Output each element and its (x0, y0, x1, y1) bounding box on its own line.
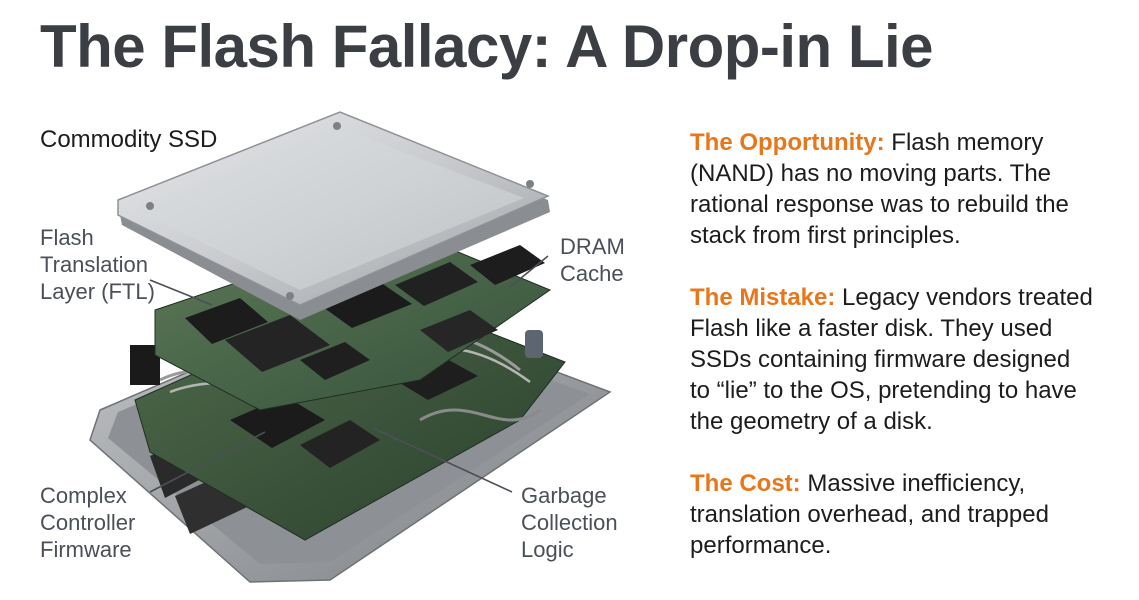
text-line: translation overhead, and trapped (690, 501, 1049, 528)
text-mistake-first: Legacy vendors treated (835, 284, 1093, 311)
callout-gc-line-1: Garbage (521, 483, 607, 508)
page-title: The Flash Fallacy: A Drop-in Lie (40, 13, 934, 80)
callout-dram-line-2: Cache (560, 261, 624, 286)
callout-gc-line-2: Collection (521, 510, 618, 535)
paragraph-cost: The Cost: Massive inefficiency, translat… (690, 468, 1120, 561)
callout-controller: Complex Controller Firmware (40, 482, 135, 563)
callout-ftl-line-1: Flash (40, 225, 94, 250)
callout-dram-line-1: DRAM (560, 234, 625, 259)
paragraph-mistake: The Mistake: Legacy vendors treated Flas… (690, 282, 1120, 437)
text-opportunity-first: Flash memory (884, 129, 1044, 156)
text-line: (NAND) has no moving parts. The (690, 160, 1052, 187)
text-line: Flash like a faster disk. They used (690, 315, 1053, 342)
callout-ftl-line-2: Translation (40, 252, 149, 277)
callout-controller-line-1: Complex (40, 483, 127, 508)
callout-ftl: Flash Translation Layer (FTL) (40, 224, 155, 305)
ssd-top-lid (117, 111, 550, 320)
heading-cost: The Cost: (690, 470, 801, 497)
paragraph-opportunity: The Opportunity: Flash memory (NAND) has… (690, 127, 1120, 251)
heading-mistake: The Mistake: (690, 284, 836, 311)
text-line: SSDs containing firmware designed (690, 346, 1071, 373)
callout-leader-lines (149, 255, 549, 493)
text-line: stack from first principles. (690, 222, 961, 249)
callout-garbage-collection: Garbage Collection Logic (521, 482, 618, 563)
paragraph-mistake-first-line: The Mistake: Legacy vendors treated (690, 282, 1120, 313)
text-line: the geometry of a disk. (690, 408, 933, 435)
ssd-label: Commodity SSD (40, 126, 218, 153)
text-line: rational response was to rebuild the (690, 191, 1069, 218)
paragraph-cost-first-line: The Cost: Massive inefficiency, (690, 468, 1120, 499)
callout-controller-line-3: Firmware (40, 537, 132, 562)
explanation-column: The Opportunity: Flash memory (NAND) has… (690, 127, 1120, 561)
text-line: to “lie” to the OS, pretending to have (690, 377, 1077, 404)
heading-opportunity: The Opportunity: (690, 129, 885, 156)
callout-ftl-line-3: Layer (FTL) (40, 279, 155, 304)
callout-controller-line-2: Controller (40, 510, 136, 535)
callout-gc-line-3: Logic (521, 537, 574, 562)
callout-dram: DRAM Cache (560, 233, 625, 287)
paragraph-opportunity-first-line: The Opportunity: Flash memory (690, 127, 1120, 158)
text-line: performance. (690, 532, 832, 559)
text-cost-first: Massive inefficiency, (800, 470, 1026, 497)
